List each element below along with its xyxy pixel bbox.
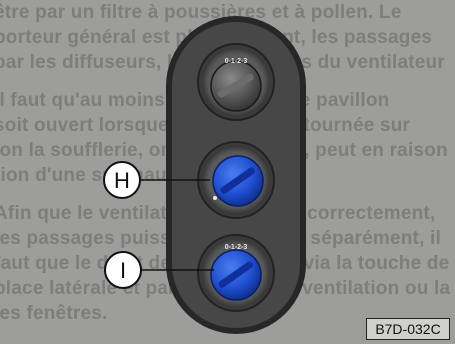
middle-knob[interactable] xyxy=(197,141,275,219)
callout-h: H xyxy=(103,161,210,199)
bottom-knob-scale: 0-1-2-3 xyxy=(225,244,248,251)
top-knob-scale: 0-1-2-3 xyxy=(225,58,248,65)
manual-text-line: être par un filtre à poussières et à pol… xyxy=(0,2,402,23)
callout-i-label: I xyxy=(120,258,126,283)
figure-reference-code: B7D-032C xyxy=(366,318,450,340)
bottom-knob[interactable]: 0-1-2-3 xyxy=(197,234,275,312)
callout-h-label: H xyxy=(114,168,130,193)
callout-i: I xyxy=(104,251,214,289)
manual-text-line: les fenêtres. xyxy=(0,303,108,324)
top-knob[interactable]: 0-1-2-3 xyxy=(197,43,275,121)
